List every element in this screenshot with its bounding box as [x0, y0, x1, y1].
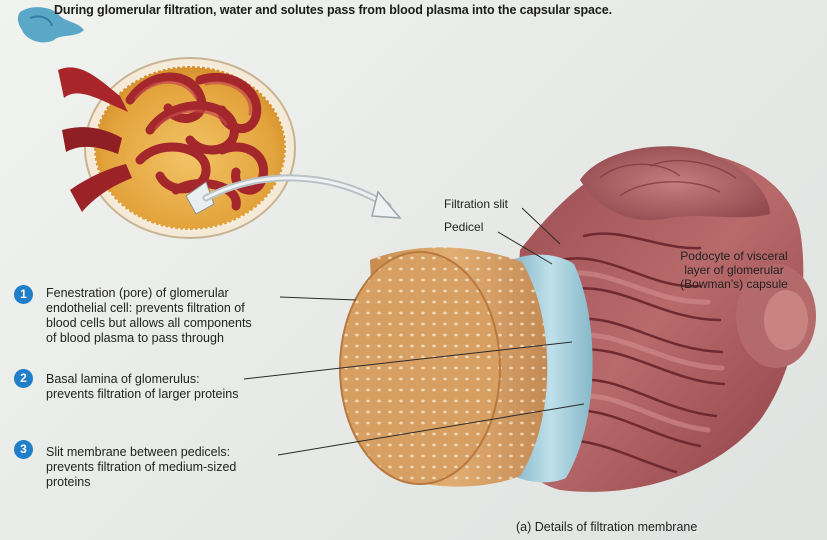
item-2-badge: 2 — [14, 369, 33, 388]
pedicel-label: Pedicel — [444, 220, 483, 234]
podocyte-line: (Bowman's) capsule — [674, 277, 794, 291]
header-line: During glomerular filtration, water and … — [54, 2, 754, 18]
glomerulus-illustration — [58, 58, 295, 238]
item-3-badge: 3 — [14, 440, 33, 459]
item-3-text: Slit membrane between pedicels: prevents… — [46, 445, 236, 490]
item-2-line: Basal lamina of glomerulus: — [46, 372, 238, 387]
item-1-line: blood cells but allows all components — [46, 316, 252, 331]
podocyte-label: Podocyte of visceral layer of glomerular… — [674, 249, 794, 291]
pedicel-text: Pedicel — [444, 220, 483, 234]
item-3-line: proteins — [46, 475, 236, 490]
podocyte-line: Podocyte of visceral — [674, 249, 794, 263]
item-3-line: prevents filtration of medium-sized — [46, 460, 236, 475]
item-2-line: prevents filtration of larger proteins — [46, 387, 238, 402]
filtration-membrane-illustration — [340, 146, 816, 496]
item-1-line: of blood plasma to pass through — [46, 331, 252, 346]
filtration-slit-text: Filtration slit — [444, 197, 508, 211]
item-2-text: Basal lamina of glomerulus: prevents fil… — [46, 372, 238, 402]
item-3-line: Slit membrane between pedicels: — [46, 445, 236, 460]
podocyte-line: layer of glomerular — [674, 263, 794, 277]
filtration-slit-label: Filtration slit — [444, 197, 508, 211]
item-1-line: Fenestration (pore) of glomerular — [46, 286, 252, 301]
header: During glomerular filtration, water and … — [54, 2, 754, 18]
item-1-badge: 1 — [14, 285, 33, 304]
item-1-text: Fenestration (pore) of glomerular endoth… — [46, 286, 252, 346]
item-1-line: endothelial cell: prevents filtration of — [46, 301, 252, 316]
figure-caption: (a) Details of filtration membrane — [516, 520, 697, 534]
